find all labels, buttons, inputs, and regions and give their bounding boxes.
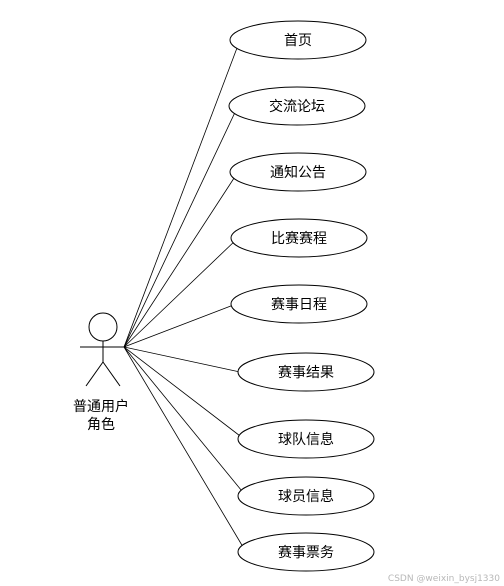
use-case-team-info[interactable]: 球队信息	[237, 419, 375, 459]
use-case-forum[interactable]: 交流论坛	[228, 86, 366, 126]
svg-text:通知公告: 通知公告	[270, 164, 326, 181]
use-case-notice[interactable]: 通知公告	[229, 152, 367, 192]
association-line	[123, 346, 247, 553]
association-line	[123, 171, 239, 348]
association-line	[123, 237, 239, 348]
association-line	[123, 39, 241, 348]
svg-text:球员信息: 球员信息	[278, 488, 334, 505]
svg-text:球队信息: 球队信息	[278, 431, 334, 448]
actor-figure	[80, 312, 126, 387]
svg-text:比赛赛程: 比赛赛程	[271, 231, 327, 247]
actor-label-line2: 角色	[87, 416, 115, 433]
association-line	[123, 303, 237, 348]
association-lines	[123, 39, 247, 553]
use-case-home[interactable]: 首页	[229, 20, 367, 60]
use-case-match-schedule[interactable]: 比赛赛程	[230, 218, 368, 258]
csdn-watermark: CSDN @weixin_bysj1330	[387, 574, 500, 584]
association-line	[123, 105, 239, 348]
actor-label-line1: 普通用户	[73, 398, 129, 415]
use-cases: 首页 交流论坛 通知公告 比赛赛程 赛事日程 赛事结果 球队信息 球员信息	[228, 20, 375, 572]
association-line	[123, 346, 245, 440]
svg-text:赛事日程: 赛事日程	[271, 297, 327, 313]
actor-left-leg	[85, 361, 104, 387]
actor-right-leg	[102, 361, 121, 387]
svg-text:赛事票务: 赛事票务	[278, 545, 334, 561]
association-line	[123, 346, 247, 497]
svg-text:赛事结果: 赛事结果	[278, 365, 334, 381]
use-case-event-results[interactable]: 赛事结果	[237, 352, 375, 392]
actor-head	[88, 312, 118, 342]
use-case-player-info[interactable]: 球员信息	[237, 476, 375, 516]
association-line	[123, 346, 241, 373]
use-case-event-calendar[interactable]: 赛事日程	[230, 284, 368, 324]
use-case-ticketing[interactable]: 赛事票务	[237, 532, 375, 572]
svg-text:首页: 首页	[284, 33, 312, 49]
svg-text:交流论坛: 交流论坛	[269, 98, 325, 115]
